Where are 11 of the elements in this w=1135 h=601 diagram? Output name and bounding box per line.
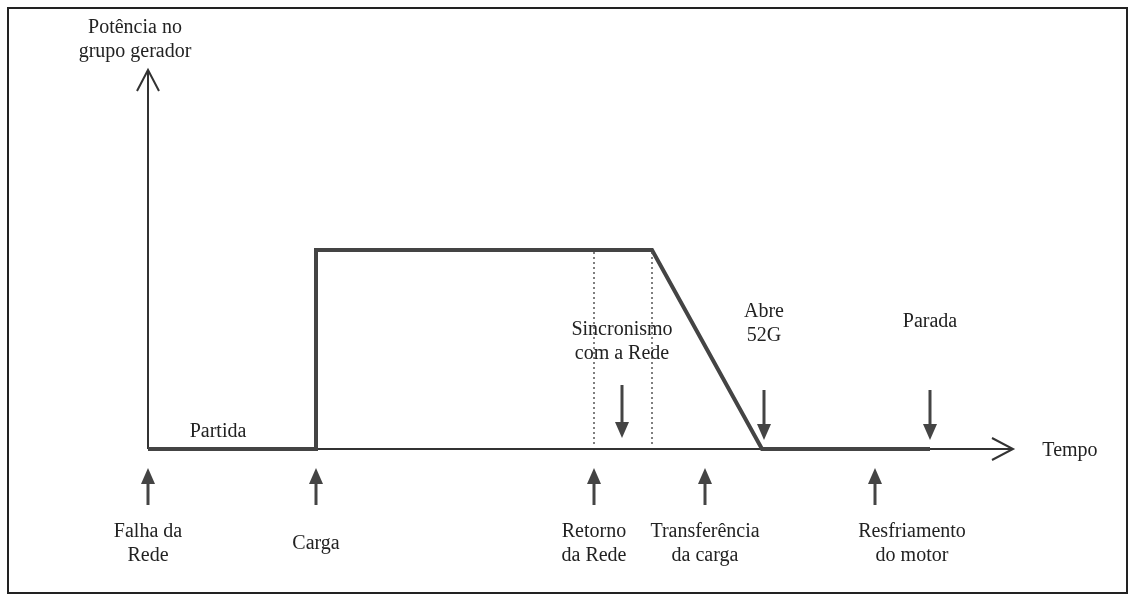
annotation-text: Partida [188, 418, 248, 442]
annotation-text: Falha da Rede [112, 518, 184, 566]
annotation-text: Tempo [1041, 437, 1099, 461]
annotation-text: Transferência da carga [649, 518, 761, 566]
annotation-text: Resfriamento do motor [857, 518, 967, 566]
annotation-text: Carga [291, 530, 341, 554]
annotation-text: Retorno da Rede [560, 518, 628, 566]
annotation-text: Potência no grupo gerador [77, 14, 193, 62]
annotation-text: Parada [901, 308, 959, 332]
annotation-text: Sincronismo com a Rede [570, 316, 674, 364]
annotation-text: Abre 52G [743, 298, 785, 346]
